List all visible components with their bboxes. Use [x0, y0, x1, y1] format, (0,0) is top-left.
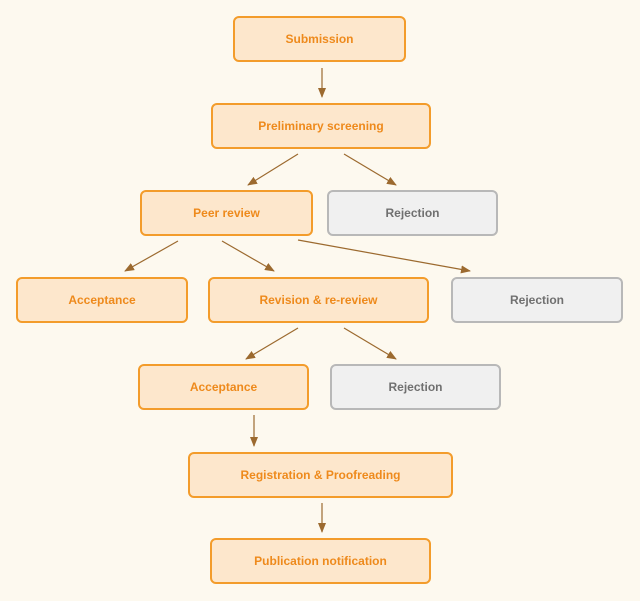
publication-notification-node: Publication notification: [210, 538, 431, 584]
acceptance-after-revision-node: Acceptance: [138, 364, 309, 410]
submission-node: Submission: [233, 16, 406, 62]
arrow-revision-to-rejection: [343, 327, 397, 360]
acceptance-after-review-node: Acceptance: [16, 277, 188, 323]
revision-rereview-node: Revision & re-review: [208, 277, 429, 323]
preliminary-screening-node: Preliminary screening: [211, 103, 431, 149]
arrow-peer-review-to-acceptance: [124, 240, 179, 272]
arrow-peer-review-to-revision: [221, 240, 275, 272]
rejection-after-revision-node: Rejection: [330, 364, 501, 410]
rejection-after-screening-node: Rejection: [327, 190, 498, 236]
arrow-revision-to-acceptance: [245, 327, 299, 360]
arrow-screening-to-rejection: [343, 153, 397, 186]
arrow-peer-review-to-rejection: [297, 239, 471, 274]
registration-proofreading-node: Registration & Proofreading: [188, 452, 453, 498]
peer-review-node: Peer review: [140, 190, 313, 236]
arrow-screening-to-peer-review: [247, 153, 299, 186]
rejection-after-review-node: Rejection: [451, 277, 623, 323]
